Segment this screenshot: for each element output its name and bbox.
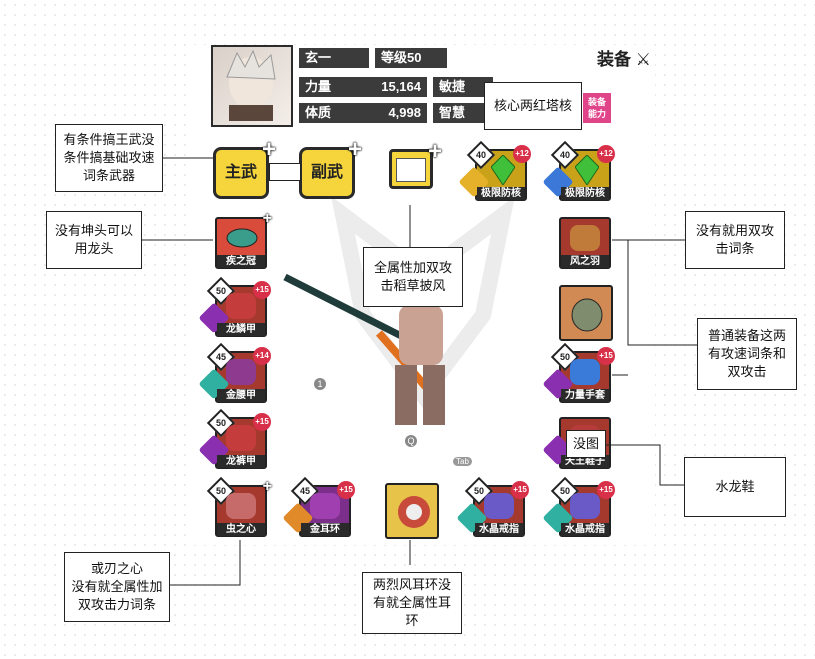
slot-ring-1[interactable]: 50+15 水晶戒指 <box>456 476 529 537</box>
crown-icon <box>226 228 258 248</box>
slot-wing[interactable]: 风之羽 <box>559 217 611 269</box>
equipment-title: 装备 ⚔ <box>597 50 651 69</box>
weapon-link-box <box>269 163 301 181</box>
slot-core-1[interactable]: 40 +12 极限防核 <box>458 140 531 201</box>
add-icon: + <box>261 136 276 163</box>
level-cell: 等级50 <box>375 48 447 68</box>
earring-icon <box>310 493 340 519</box>
slot-mask[interactable] <box>559 285 613 341</box>
note-head: 没有坤头可以用龙头 <box>46 211 142 269</box>
note-weapon: 有条件搞王武没条件搞基础攻速词条武器 <box>55 124 163 192</box>
heart-icon <box>226 493 256 519</box>
sub-weapon-button[interactable]: 副武+ <box>299 138 362 199</box>
note-glove: 普通装备这两有攻速词条和双攻击 <box>697 318 797 390</box>
character-portrait <box>211 45 293 127</box>
swirl-icon <box>398 496 430 528</box>
ring-icon <box>484 493 514 519</box>
crossed-swords-icon: ⚔ <box>635 50 651 69</box>
cape-slot[interactable]: + <box>389 140 442 189</box>
slot-ring-2[interactable]: 50+15 水晶戒指 <box>542 476 615 537</box>
hud-key-q: Q <box>405 435 417 447</box>
add-icon: + <box>262 210 272 227</box>
add-icon: + <box>347 136 362 163</box>
stat-wisdom: 智慧 <box>433 103 493 123</box>
player-name-cell: 玄一 <box>299 48 369 68</box>
slot-earring[interactable]: 45+15 金耳环 <box>282 476 355 537</box>
ability-badge[interactable]: 装备 能力 <box>583 93 611 123</box>
add-icon: + <box>427 138 442 165</box>
stat-agility: 敏捷 <box>433 77 493 97</box>
slot-heart[interactable]: 50 + 虫之心 <box>206 476 272 537</box>
note-no-image: 没图 <box>566 430 606 458</box>
note-shoe: 水龙鞋 <box>684 457 786 517</box>
note-core: 核心两红塔核 <box>484 82 582 130</box>
green-gem-icon <box>575 155 599 185</box>
main-weapon-button[interactable]: 主武+ <box>213 138 276 199</box>
slot-pants[interactable]: 50+15 龙裤甲 <box>198 408 271 469</box>
mask-icon <box>571 298 603 332</box>
green-gem-icon <box>491 155 515 185</box>
note-wing: 没有就用双攻击词条 <box>685 211 785 269</box>
armor-icon <box>226 293 256 319</box>
slot-gloves[interactable]: 50+15 力量手套 <box>542 342 615 403</box>
add-icon: + <box>262 478 272 495</box>
slot-armor[interactable]: 50+15 龙鳞甲 <box>198 276 271 337</box>
glove-icon <box>570 359 600 385</box>
belt-icon <box>226 359 256 385</box>
slot-head[interactable]: + 疾之冠 <box>215 210 272 269</box>
slot-core-2[interactable]: 40 +12 极限防核 <box>542 140 615 201</box>
ring-icon <box>570 493 600 519</box>
feather-icon <box>570 225 600 251</box>
note-heart: 或刃之心 没有就全属性加双攻击力词条 <box>64 552 170 622</box>
slot-wind-earring[interactable] <box>385 483 439 539</box>
player-name: 玄一 <box>305 50 332 65</box>
player-level: 等级50 <box>381 50 422 65</box>
hud-key-1: 1 <box>314 378 326 390</box>
pants-icon <box>226 425 256 451</box>
note-earring: 两烈风耳环没有就全属性耳环 <box>362 572 462 634</box>
note-cape: 全属性加双攻击稻草披风 <box>363 247 463 307</box>
hud-key-tab: Tab <box>453 457 472 466</box>
slot-belt[interactable]: 45+14 金腰甲 <box>198 342 271 403</box>
